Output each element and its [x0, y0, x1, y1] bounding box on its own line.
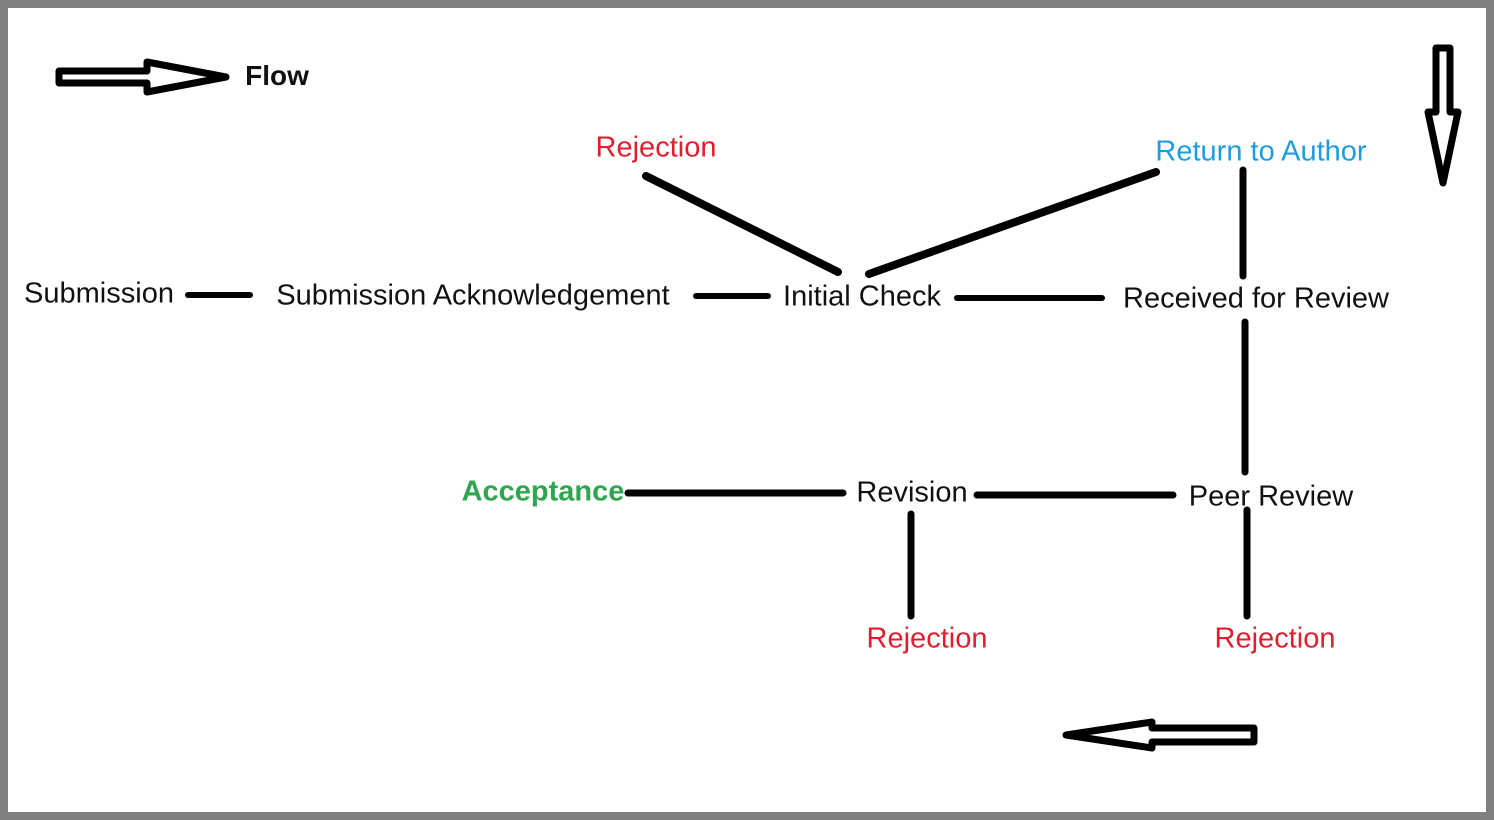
node-initial-check: Initial Check: [783, 280, 941, 313]
node-submission: Submission: [24, 277, 174, 310]
edge-initial-check-to-return-to-author: [865, 168, 1160, 278]
node-rejection-revision: Rejection: [866, 622, 988, 655]
flow-left-arrow-icon: [1062, 718, 1258, 752]
flow-legend-label: Flow: [245, 60, 309, 91]
node-received-for-review: Received for Review: [1123, 282, 1389, 315]
node-rejection-peer-review: Rejection: [1214, 622, 1336, 655]
node-revision: Revision: [856, 476, 968, 509]
edge-initial-check-to-rejection: [642, 172, 842, 276]
node-submission-acknowledgement: Submission Acknowledgement: [276, 279, 670, 312]
flow-right-arrow-icon: [55, 58, 230, 96]
node-rejection-initial: Rejection: [595, 131, 717, 164]
node-acceptance: Acceptance: [461, 475, 625, 508]
node-peer-review: Peer Review: [1188, 480, 1354, 513]
flow-down-arrow-icon: [1424, 44, 1462, 187]
node-return-to-author: Return to Author: [1155, 135, 1367, 168]
